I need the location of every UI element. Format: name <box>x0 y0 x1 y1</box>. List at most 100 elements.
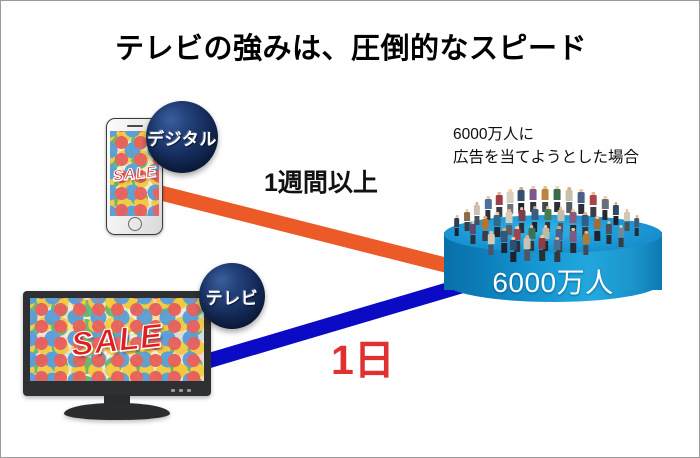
crowd-person-torso <box>514 229 521 241</box>
audience-cylinder: 6000万人 <box>444 186 662 307</box>
crowd-person-torso <box>556 229 563 241</box>
crowd-person-head <box>455 215 459 218</box>
crowd-person-head <box>531 186 536 190</box>
audience-caption: 6000万人に 広告を当てようとした場合 <box>453 123 639 169</box>
crowd-person-head <box>584 231 588 235</box>
crowd-person <box>473 202 481 226</box>
crowd-person-head <box>583 212 588 216</box>
crowd-person-torso <box>507 192 514 203</box>
crowd-person <box>495 192 503 217</box>
crowd-person-legs <box>528 240 535 252</box>
crowd-person-head <box>507 209 512 213</box>
crowd-person-torso <box>554 189 561 201</box>
crowd-person-torso <box>601 199 609 210</box>
crowd-person <box>484 196 492 220</box>
crowd-person-torso <box>542 189 549 201</box>
page-title: テレビの強みは、圧倒的なスピード <box>114 33 587 65</box>
crowd-person-legs <box>501 243 508 254</box>
crowd-person-head <box>483 216 487 220</box>
crowd-person-legs <box>618 238 624 248</box>
television-stand-base <box>64 403 170 420</box>
crowd-person <box>524 235 531 261</box>
badge-digital: デジタル <box>146 101 218 173</box>
crowd-person <box>501 228 508 254</box>
crowd-person-head <box>579 189 584 193</box>
crowd-person-legs <box>482 230 488 241</box>
crowd-person <box>464 209 470 232</box>
crowd-person-head <box>489 231 493 235</box>
crowd-person-head <box>495 212 500 216</box>
crowd-person-legs <box>554 201 561 212</box>
crowd-person-torso <box>494 215 501 226</box>
crowd-person-legs <box>542 201 549 212</box>
crowd-person-head <box>519 207 524 211</box>
crowd-person-legs <box>602 210 608 220</box>
audience-caption-line2: 広告を当てようとした場合 <box>453 149 640 166</box>
crowd-person-torso <box>578 192 585 203</box>
crowd-person <box>542 186 549 212</box>
crowd-person-legs <box>518 222 525 234</box>
crowd-person-head <box>543 225 548 229</box>
connector-label-digital: 1週間以上 <box>264 169 378 197</box>
cylinder-label: 6000万人 <box>492 267 614 298</box>
crowd-person-head <box>519 187 524 191</box>
crowd-person-legs <box>606 235 612 245</box>
television-indicator-lights <box>169 389 195 392</box>
crowd-person-torso <box>634 217 640 227</box>
crowd-person-legs <box>578 204 585 215</box>
crowd-person <box>565 187 573 213</box>
crowd-person-torso <box>481 219 489 230</box>
crowd-person-torso <box>469 224 477 234</box>
sale-ad-artwork: SALE <box>30 298 204 381</box>
crowd-person-torso <box>528 228 536 240</box>
ad-confetti-decoration <box>30 298 204 381</box>
smartphone-speaker <box>126 125 143 127</box>
crowd-person-legs <box>474 216 480 226</box>
crowd-person-legs <box>514 241 521 252</box>
crowd-of-people <box>444 185 662 262</box>
crowd-person-torso <box>618 227 624 238</box>
smartphone-home-button <box>127 217 142 231</box>
crowd-person-legs <box>485 210 491 220</box>
crowd-person-legs <box>470 235 476 245</box>
crowd-person-torso <box>624 211 630 222</box>
crowd-person-torso <box>531 209 539 221</box>
crowd-person-legs <box>594 230 600 241</box>
crowd-person-head <box>555 237 559 241</box>
crowd-person-torso <box>473 205 481 215</box>
crowd-person-torso <box>530 189 537 201</box>
crowd-person-head <box>614 202 618 206</box>
crowd-person-torso <box>553 240 561 251</box>
crowd-person-head <box>558 207 563 211</box>
crowd-person-head <box>571 209 576 213</box>
crowd-person-legs <box>454 227 460 236</box>
crowd-person <box>506 209 513 235</box>
crowd-person-legs <box>531 221 538 233</box>
crowd-person-head <box>545 206 550 210</box>
crowd-person-head <box>543 186 548 190</box>
crowd-person-torso <box>501 231 508 242</box>
crowd-person <box>582 231 590 255</box>
crowd-person <box>624 209 630 232</box>
crowd-person-torso <box>539 238 546 250</box>
crowd-person-legs <box>613 216 619 226</box>
crowd-person-legs <box>496 206 502 217</box>
crowd-person-torso <box>570 231 577 242</box>
crowd-person-torso <box>518 210 526 222</box>
crowd-person-legs <box>566 202 573 213</box>
crowd-person-legs <box>570 243 577 254</box>
crowd-person-torso <box>484 199 492 210</box>
crowd-person <box>509 237 517 262</box>
crowd-person-legs <box>539 250 546 261</box>
crowd-person-head <box>567 187 572 191</box>
crowd-person-torso <box>582 234 590 245</box>
crowd-person-head <box>497 192 501 196</box>
crowd-person <box>554 186 561 212</box>
crowd-person-head <box>511 237 515 241</box>
crowd-person-legs <box>524 250 531 261</box>
crowd-person-legs <box>624 222 630 232</box>
crowd-person-torso <box>495 195 503 206</box>
crowd-person-head <box>571 228 576 232</box>
crowd-person-head <box>515 226 520 230</box>
